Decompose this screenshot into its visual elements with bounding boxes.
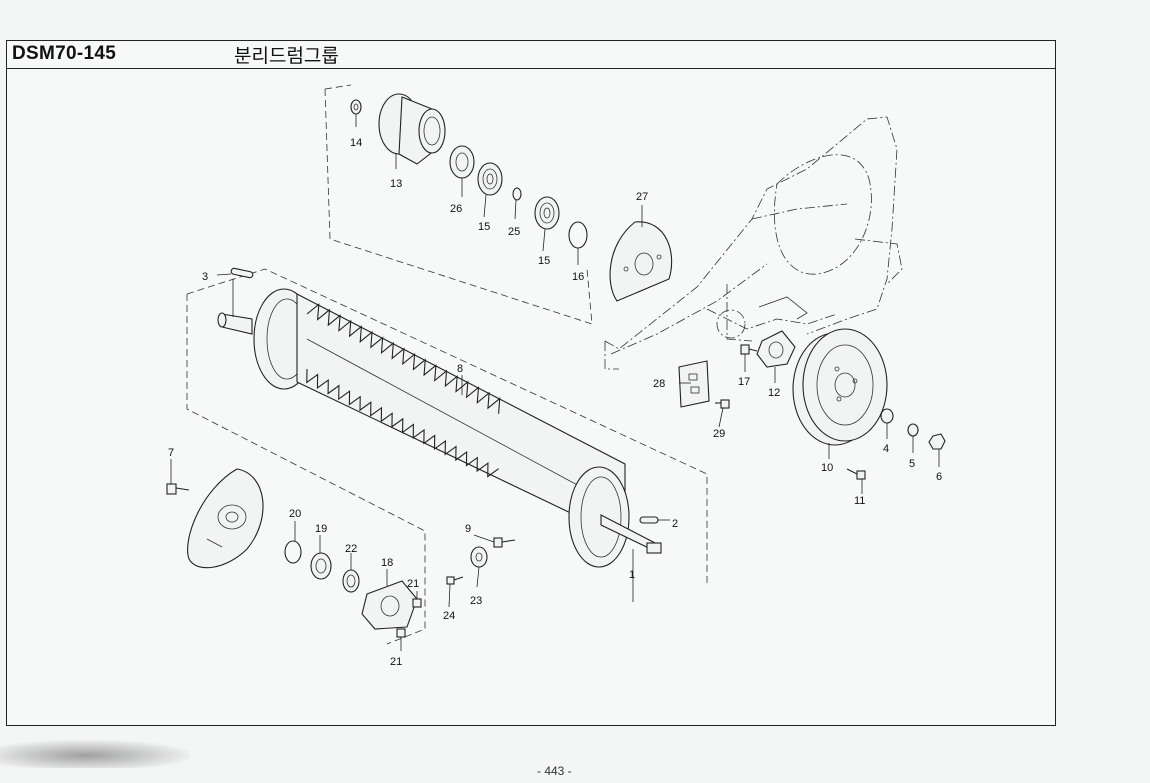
part-12-flange-bearing [756, 330, 796, 368]
callout-29: 29 [713, 428, 725, 440]
part-1-shaft [600, 514, 662, 554]
part-23-tab-washer [470, 546, 488, 568]
part-4-washer [880, 408, 894, 424]
callout-14: 14 [350, 137, 362, 149]
part-9-bolt [493, 537, 516, 548]
callout-28: 28 [653, 378, 665, 390]
callout-21a: 21 [407, 578, 419, 590]
callout-12: 12 [768, 387, 780, 399]
callout-3: 3 [202, 271, 208, 283]
machine-frame [604, 116, 903, 370]
scan-smudge [0, 740, 190, 768]
end-plate [187, 468, 264, 569]
part-22-washer [342, 569, 360, 593]
callout-11: 11 [854, 495, 865, 507]
callout-labels: 14 13 26 15 25 15 16 27 3 8 2 1 9 23 24 … [168, 137, 942, 668]
part-27-cover [609, 221, 673, 302]
callout-9: 9 [465, 523, 471, 535]
shaft-bushing-left [217, 312, 253, 335]
group-title: 분리드럼그룹 [234, 45, 339, 67]
part-8-drum [253, 288, 630, 568]
part-21-bolt-b [396, 628, 406, 638]
callout-27: 27 [636, 191, 648, 203]
part-16-snap-ring [568, 221, 588, 249]
callout-18: 18 [381, 557, 393, 569]
part-28-plate [678, 360, 710, 408]
part-14-washer [350, 99, 362, 115]
callout-26: 26 [450, 203, 462, 215]
callout-4: 4 [883, 443, 889, 455]
part-20-snap-ring [284, 540, 302, 564]
callout-6: 6 [936, 471, 942, 483]
part-5-washer [907, 423, 919, 437]
part-21-bolt-a [412, 598, 422, 608]
callout-17: 17 [738, 376, 750, 388]
explode-frame-drum [186, 268, 708, 645]
part-17-bolt [740, 344, 758, 355]
explode-frame-upper [324, 84, 593, 325]
part-15-bearing-a [477, 162, 503, 196]
callout-20: 20 [289, 508, 301, 520]
callout-1: 1 [629, 569, 635, 581]
part-7-bolt [166, 483, 190, 495]
parts-diagram-sheet: DSM70-145 분리드럼그룹 [6, 40, 1056, 726]
sheet-header: DSM70-145 분리드럼그룹 [7, 41, 1055, 69]
part-26-bearing [449, 145, 475, 179]
part-15-bearing-b [534, 196, 560, 230]
callout-8: 8 [457, 363, 463, 375]
callout-10: 10 [821, 462, 833, 474]
part-6-nut [928, 433, 946, 450]
callout-25: 25 [508, 226, 520, 238]
callout-15b: 15 [538, 255, 550, 267]
exploded-view-drawing: 14 13 26 15 25 15 16 27 3 8 2 1 9 23 24 … [166, 84, 946, 668]
callout-24: 24 [443, 610, 455, 622]
part-18-bearing-housing [361, 580, 418, 630]
part-11-bolt [846, 468, 866, 480]
callout-16: 16 [572, 271, 584, 283]
part-24-screw [446, 576, 464, 585]
callout-23: 23 [470, 595, 482, 607]
page-number: - 443 - [537, 764, 572, 778]
callout-21b: 21 [390, 656, 402, 668]
callout-2: 2 [672, 518, 678, 530]
callout-5: 5 [909, 458, 915, 470]
callout-7: 7 [168, 447, 174, 459]
callout-13: 13 [390, 178, 402, 190]
part-3-key [230, 267, 254, 279]
part-29-bolt [715, 399, 730, 409]
part-10-pulley [792, 328, 888, 446]
model-code: DSM70-145 [12, 43, 117, 64]
part-13-flange-housing [378, 93, 446, 165]
part-19-bearing [310, 552, 332, 580]
leader-lines [170, 114, 940, 651]
part-25-washer [512, 187, 522, 201]
callout-22: 22 [345, 543, 357, 555]
part-2-key [639, 516, 659, 524]
callout-15a: 15 [478, 221, 490, 233]
callout-19: 19 [315, 523, 327, 535]
